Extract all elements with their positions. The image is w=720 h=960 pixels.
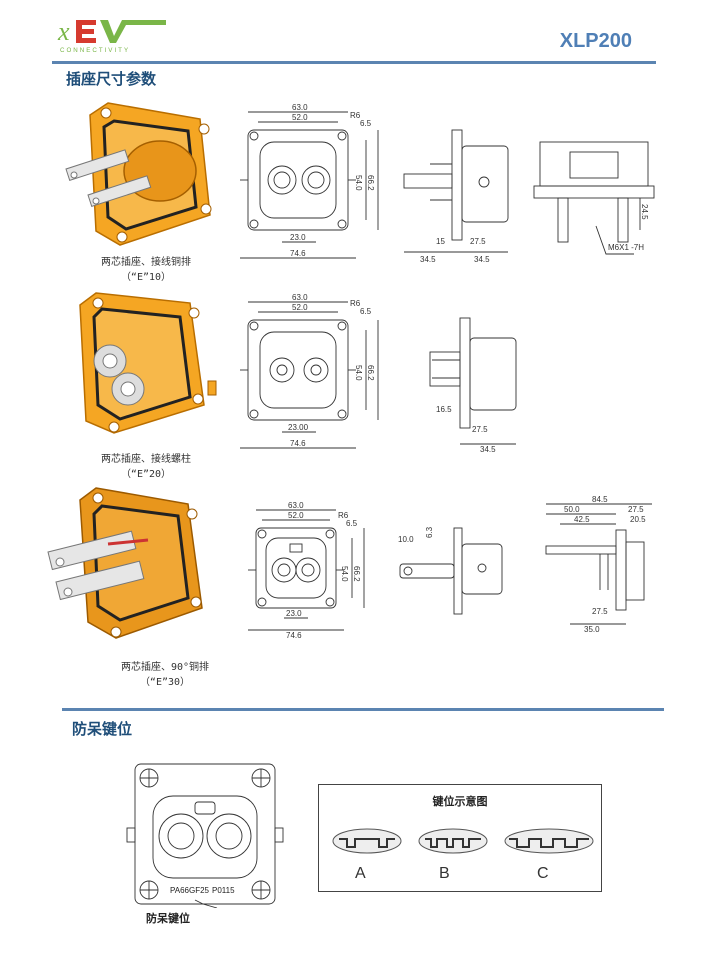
section-title-keying: 防呆键位 — [72, 720, 133, 738]
dim-e30-length-d: 20.5 — [630, 515, 646, 524]
logo-graphic: x CONNECTIVITY — [57, 17, 166, 54]
dim-e30-depth-b: 35.0 — [584, 625, 600, 634]
side-view-e30: 10.0 6.3 — [392, 520, 512, 620]
keying-callout: 防呆键位 — [146, 912, 190, 925]
logo-subtitle: CONNECTIVITY — [60, 47, 130, 54]
key-shape-a — [339, 838, 395, 848]
dim-e30-height-inner: 54.0 — [340, 566, 349, 582]
caption-e30-line2: （“E”30） — [139, 677, 191, 688]
keying-diagram: 键位示意图 A B C — [318, 784, 602, 892]
dim-e20-overall: 74.6 — [290, 439, 306, 448]
dim-e30-hole: 6.5 — [346, 519, 358, 528]
dim-e30-pitch: 23.0 — [286, 609, 302, 618]
key-label-c: C — [537, 865, 549, 882]
logo-e — [76, 20, 96, 43]
dim-e30-length-a: 50.0 — [564, 505, 580, 514]
dim-e30-length-overall: 84.5 — [592, 495, 608, 504]
front-view-e30: 63.0 52.0 R6 6.5 54.0 66.2 23.0 74.6 — [240, 500, 390, 640]
keying-front-view — [125, 758, 300, 909]
header-divider — [52, 61, 656, 64]
dim-e10-height-outer: 66.2 — [366, 175, 375, 191]
dim-e20-depth-a: 16.5 — [436, 405, 452, 414]
dim-e20-height-outer: 66.2 — [366, 365, 375, 381]
section-title-dimensions: 插座尺寸参数 — [66, 70, 157, 88]
key-shape-b — [425, 838, 481, 848]
caption-e20: 两芯插座、接线螺柱 （“E”20） — [76, 452, 216, 482]
caption-e30-line1: 两芯插座、90°铜排 — [120, 662, 210, 673]
dim-e30-overall: 74.6 — [286, 631, 302, 640]
dim-e10-width-outer: 63.0 — [292, 103, 308, 112]
front-view-e10: 63.0 52.0 R6 6.5 54.0 66.2 23.0 74.6 — [238, 100, 388, 265]
dim-e30-length-b: 27.5 — [628, 505, 644, 514]
dim-e30-hole-dia: 10.0 — [398, 535, 414, 544]
dim-e30-depth-a: 27.5 — [592, 607, 608, 616]
dim-e20-radius: R6 — [350, 299, 361, 308]
dim-e10-width-inner: 52.0 — [292, 113, 308, 122]
dim-e20-width-outer: 63.0 — [292, 293, 308, 302]
logo-v — [100, 20, 166, 43]
section-divider — [62, 708, 664, 711]
keying-diagram-title: 键位示意图 — [432, 795, 488, 808]
dim-e20-depth-b: 27.5 — [472, 425, 488, 434]
key-shapes — [332, 828, 594, 854]
dim-e30-radius: R6 — [338, 511, 349, 520]
rear-view-e30: 84.5 50.0 27.5 42.5 20.5 27.5 35.0 — [540, 494, 670, 634]
dim-e10-depth-d: 34.5 — [474, 255, 490, 264]
side-view-e10: 15 27.5 34.5 34.5 — [400, 120, 520, 270]
dim-e20-height-inner: 54.0 — [354, 365, 363, 381]
dim-e10-pitch: 23.0 — [290, 233, 306, 242]
dim-e10-thread: M6X1 -7H — [608, 243, 644, 252]
dim-e20-pitch: 23.00 — [288, 423, 309, 432]
dim-e30-width-outer: 63.0 — [288, 501, 304, 510]
caption-e20-line1: 两芯插座、接线螺柱 — [101, 454, 191, 465]
dim-e10-depth-b: 27.5 — [470, 237, 486, 246]
xev-logo: x CONNECTIVITY — [56, 14, 174, 54]
key-label-b: B — [439, 865, 450, 882]
dim-e20-depth-c: 34.5 — [480, 445, 496, 454]
logo-x: x — [57, 17, 70, 46]
dim-e30-length-c: 42.5 — [574, 515, 590, 524]
connector-photo-e30 — [38, 482, 218, 652]
dim-e10-radius: R6 — [350, 111, 361, 120]
dim-e20-width-inner: 52.0 — [292, 303, 308, 312]
caption-e10-line2: （“E”10） — [120, 272, 172, 283]
key-label-a: A — [355, 865, 366, 882]
part-code-number: P0115 — [212, 886, 235, 895]
side-view-e20: 16.5 27.5 34.5 — [420, 310, 530, 455]
connector-photo-e10 — [60, 95, 220, 255]
key-shape-c — [509, 838, 589, 848]
caption-e10-line1: 两芯插座、接线铜排 — [101, 257, 191, 268]
caption-e20-line2: （“E”20） — [120, 469, 172, 480]
dim-e30-height-outer: 66.2 — [352, 566, 361, 582]
dim-e10-pin-length: 24.5 — [640, 204, 649, 220]
connector-photo-e20 — [70, 285, 220, 445]
dim-e10-hole: 6.5 — [360, 119, 372, 128]
dim-e20-hole: 6.5 — [360, 307, 372, 316]
caption-e30: 两芯插座、90°铜排 （“E”30） — [90, 660, 240, 690]
caption-e10: 两芯插座、接线铜排 （“E”10） — [76, 255, 216, 285]
front-view-e20: 63.0 52.0 R6 6.5 54.0 66.2 23.00 74.6 — [238, 290, 388, 455]
model-number: XLP200 — [559, 30, 632, 52]
rear-view-e10: 24.5 M6X1 -7H — [530, 130, 660, 270]
dim-e10-depth-a: 15 — [436, 237, 445, 246]
dim-e30-width-inner: 52.0 — [288, 511, 304, 520]
dim-e30-pin-dia: 6.3 — [425, 526, 434, 538]
dim-e10-depth-c: 34.5 — [420, 255, 436, 264]
dim-e10-height-inner: 54.0 — [354, 175, 363, 191]
dim-e10-overall: 74.6 — [290, 249, 306, 258]
part-code-material: PA66GF25 — [170, 886, 209, 895]
